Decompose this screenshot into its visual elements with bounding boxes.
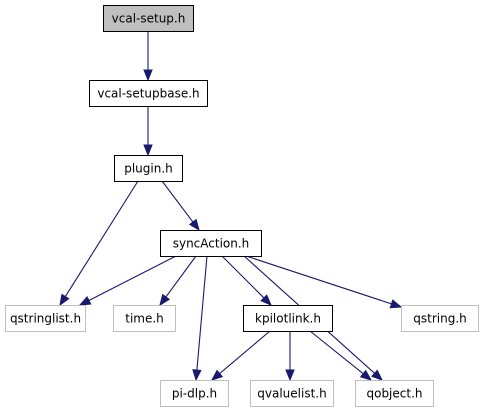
edge-syncaction-to-qstring [245, 255, 403, 309]
node-qobject: qobject.h [355, 380, 434, 407]
edge-kpilotlink-to-qobject [309, 330, 373, 381]
node-syncaction[interactable]: syncAction.h [160, 230, 262, 257]
arrowhead-icon [143, 144, 153, 157]
edge-line [309, 330, 364, 375]
edge-syncaction-to-pidlp [192, 255, 208, 382]
node-kpilotlink[interactable]: kpilotlink.h [243, 305, 333, 332]
arrowhead-icon [359, 369, 373, 381]
node-box [160, 230, 262, 257]
nodes-layer: vcal-setup.h vcal-setupbase.h plugin.h sync… [5, 5, 479, 407]
node-qstring: qstring.h [401, 305, 479, 332]
arrowhead-icon [210, 369, 224, 381]
node-label: vcal-setupbase.h [97, 87, 199, 101]
node-box [114, 155, 183, 182]
node-box [355, 380, 434, 407]
edge-vcal-setup-to-vcal-setupbase [143, 31, 153, 82]
node-label: syncAction.h [173, 237, 250, 251]
node-label: pi-dlp.h [172, 387, 217, 401]
arrowhead-icon [143, 69, 153, 82]
edge-line [161, 180, 194, 223]
node-qvaluelist: qvaluelist.h [250, 380, 334, 407]
node-label: time.h [125, 312, 164, 326]
edge-line [88, 255, 177, 301]
arrowhead-icon [371, 369, 384, 381]
edges-layer [59, 31, 403, 382]
edge-syncaction-to-time [159, 255, 197, 307]
node-plugin[interactable]: plugin.h [114, 155, 183, 182]
arrowhead-icon [260, 294, 272, 306]
arrowhead-icon [188, 218, 200, 232]
node-label: plugin.h [124, 162, 173, 176]
edge-line [196, 255, 208, 371]
node-vcal-setupbase[interactable]: vcal-setupbase.h [89, 80, 208, 107]
arrowhead-icon [192, 369, 202, 382]
node-box [89, 80, 208, 107]
node-label: qstringlist.h [10, 312, 81, 326]
node-vcal-setup[interactable]: vcal-setup.h [103, 5, 194, 32]
arrowhead-icon [78, 296, 92, 306]
edge-line [219, 330, 271, 374]
edge-line [245, 255, 392, 305]
edge-syncaction-to-qstringlist [78, 255, 177, 306]
edge-line [64, 180, 139, 297]
node-box [113, 305, 176, 332]
edge-kpilotlink-to-pidlp [210, 330, 271, 381]
node-box [160, 380, 229, 407]
arrowhead-icon [389, 299, 403, 309]
arrowhead-icon [159, 293, 171, 307]
node-pidlp: pi-dlp.h [160, 380, 229, 407]
edge-syncaction-to-kpilotlink [221, 255, 272, 306]
edge-vcal-setupbase-to-plugin [143, 106, 153, 157]
node-time: time.h [113, 305, 176, 332]
node-qstringlist: qstringlist.h [5, 305, 86, 332]
node-box [103, 5, 194, 32]
node-box [250, 380, 334, 407]
node-label: qobject.h [366, 387, 422, 401]
node-box [243, 305, 333, 332]
node-box [401, 305, 479, 332]
node-label: vcal-setup.h [112, 12, 186, 26]
node-label: qvaluelist.h [257, 387, 326, 401]
node-label: qstring.h [413, 312, 466, 326]
node-label: kpilotlink.h [255, 312, 321, 326]
edge-line [221, 255, 265, 299]
edge-plugin-to-syncaction [161, 180, 200, 232]
node-box [5, 305, 86, 332]
arrowhead-icon [59, 293, 70, 307]
edge-kpilotlink-to-qvaluelist [285, 331, 295, 382]
arrowhead-icon [285, 369, 295, 382]
edge-line [165, 255, 197, 298]
edge-plugin-to-qstringlist [59, 180, 139, 307]
